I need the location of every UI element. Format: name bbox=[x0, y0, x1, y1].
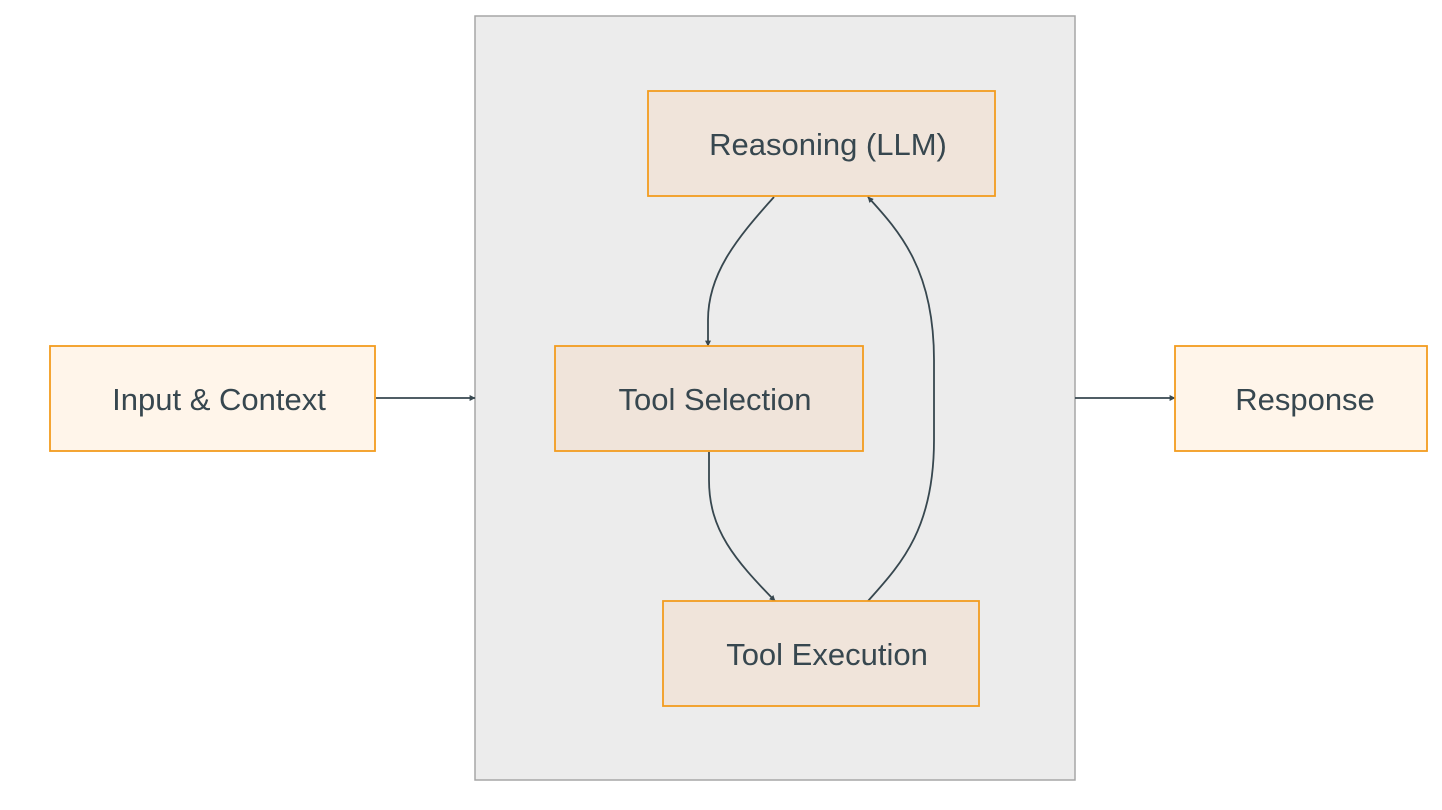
node-tool-selection-label: Tool Selection bbox=[618, 382, 811, 417]
node-tool-selection: Tool Selection bbox=[554, 345, 864, 452]
node-input-context-label: Input & Context bbox=[112, 382, 326, 417]
node-response-label: Response bbox=[1235, 382, 1375, 417]
edges bbox=[376, 196, 1176, 602]
edge-tool-execution-to-reasoning bbox=[867, 196, 935, 602]
edge-reasoning-to-tool-selection bbox=[705, 196, 775, 347]
node-tool-execution-label: Tool Execution bbox=[726, 637, 928, 672]
node-reasoning: Reasoning (LLM) bbox=[647, 90, 996, 197]
node-tool-execution: Tool Execution bbox=[662, 600, 980, 707]
node-input-context: Input & Context bbox=[49, 345, 376, 452]
node-response: Response bbox=[1174, 345, 1428, 452]
node-reasoning-label: Reasoning (LLM) bbox=[709, 127, 947, 162]
edge-tool-selection-to-tool-execution bbox=[708, 452, 776, 602]
